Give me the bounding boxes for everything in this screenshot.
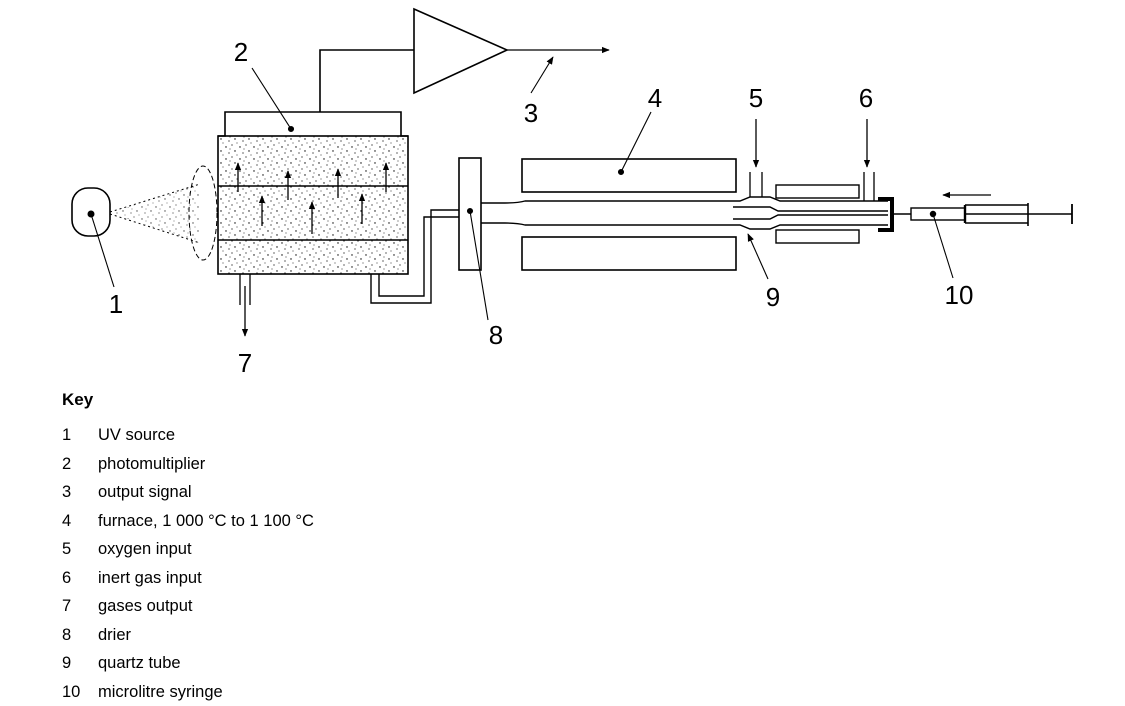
key-item-text: output signal [98,483,192,501]
callout-7: 7 [238,348,252,378]
key-item-number: 4 [62,507,98,536]
furnace [522,159,736,192]
signal-wire [320,50,414,112]
key-item-text: UV source [98,426,175,444]
key-item-text: oxygen input [98,540,192,558]
key-item-text: quartz tube [98,654,181,672]
inert-gas-input-port [864,119,874,201]
quartz-tube [481,197,888,229]
key-item-number: 3 [62,478,98,507]
callout-5: 5 [749,83,763,113]
callout-4: 4 [648,83,662,113]
key-item-number: 9 [62,649,98,678]
amplifier [414,9,507,93]
key-item-number: 6 [62,564,98,593]
microlitre-syringe [892,203,1072,226]
callout-3: 3 [524,98,538,128]
key-item-text: furnace, 1 000 °C to 1 100 °C [98,512,314,530]
key-item-number: 5 [62,535,98,564]
photomultiplier [218,112,408,136]
key-item-number: 2 [62,450,98,479]
key-item-text: gases output [98,597,193,615]
key-title: Key [62,389,314,411]
callout-2: 2 [234,37,248,67]
callout-9: 9 [766,282,780,312]
key-item-text: microlitre syringe [98,683,223,701]
key-item-number: 1 [62,421,98,450]
key-item-number: 10 [62,678,98,706]
key-item-text: photomultiplier [98,455,205,473]
callout-8: 8 [489,320,503,350]
photomultiplier-cell [218,136,408,274]
uv-source [72,188,110,236]
callout-6: 6 [859,83,873,113]
key-item-text: inert gas input [98,569,202,587]
key-item-number: 7 [62,592,98,621]
key-item-text: drier [98,626,131,644]
callout-10: 10 [945,280,974,310]
oxygen-input-port [750,119,762,197]
furnace-lower [522,237,736,270]
uv-light-beam [110,184,200,243]
side-heater-lower [776,230,859,243]
side-heater-upper [776,185,859,198]
key-item-number: 8 [62,621,98,650]
callout-1: 1 [109,289,123,319]
gases-output-port [240,274,250,336]
apparatus-diagram: 1 2 3 4 5 6 7 8 9 10 [0,0,1125,380]
